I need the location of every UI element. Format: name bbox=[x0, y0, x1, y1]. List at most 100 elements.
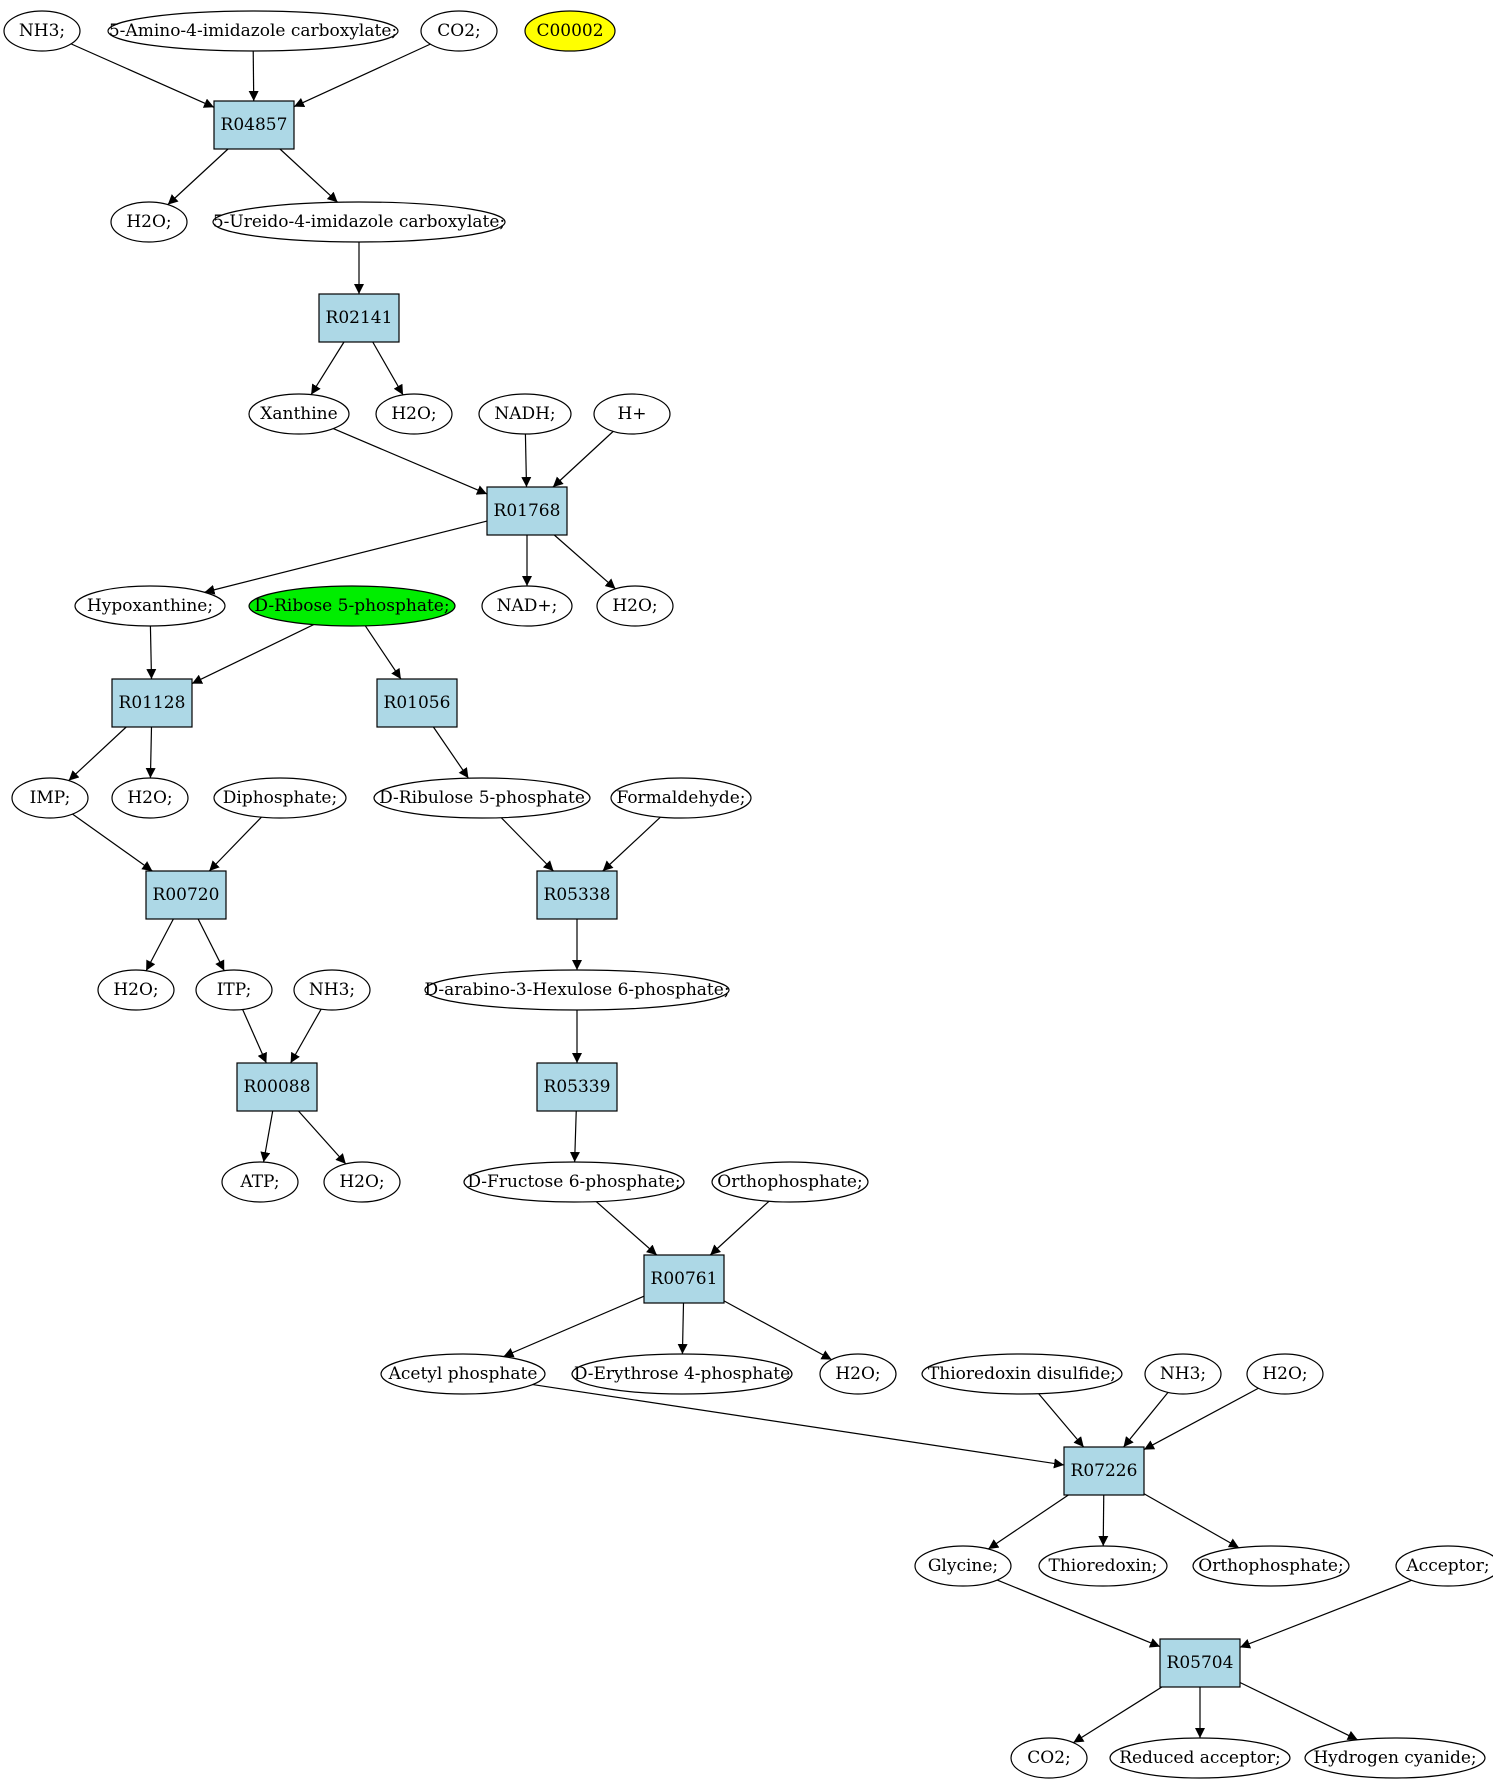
reaction-node-r00720[interactable]: R00720 bbox=[145, 870, 227, 920]
compound-node-c00002[interactable]: C00002 bbox=[524, 10, 616, 52]
compound-node-d-fructose-6-phosphate[interactable]: D-Fructose 6-phosphate; bbox=[463, 1161, 685, 1203]
edge-r05339-to-c-f6p bbox=[569, 1110, 580, 1163]
reaction-node-r01056[interactable]: R01056 bbox=[376, 678, 458, 728]
compound-node-glycine[interactable]: Glycine; bbox=[914, 1545, 1012, 1587]
node-label: ITP; bbox=[217, 980, 252, 1000]
edge-c-formald-to-r05338 bbox=[602, 816, 661, 872]
node-label: Reduced acceptor; bbox=[1119, 1748, 1281, 1768]
reaction-node-r00761[interactable]: R00761 bbox=[643, 1254, 725, 1304]
compound-node-formaldehyde[interactable]: Formaldehyde; bbox=[610, 777, 752, 819]
reaction-node-r02141[interactable]: R02141 bbox=[318, 293, 400, 343]
edge-arrow bbox=[279, 148, 338, 203]
compound-node-nad[interactable]: NAD+; bbox=[481, 585, 573, 627]
compound-node-d-ribose-5-phosphate[interactable]: D-Ribose 5-phosphate; bbox=[248, 585, 456, 627]
edge-arrow bbox=[204, 520, 488, 595]
compound-node-diphosphate[interactable]: Diphosphate; bbox=[213, 777, 347, 819]
compound-node-d-arabino-3-hexulose-6-phosphate[interactable]: D-arabino-3-Hexulose 6-phosphate; bbox=[424, 969, 730, 1011]
compound-node-d-ribulose-5-phosphate[interactable]: D-Ribulose 5-phosphate bbox=[373, 777, 591, 819]
compound-node-5-ureido-4-imidazole-carboxylate[interactable]: 5-Ureido-4-imidazole carboxylate; bbox=[212, 201, 506, 243]
reaction-node-r07226[interactable]: R07226 bbox=[1063, 1446, 1145, 1496]
compound-node-5-amino-4-imidazole-carboxylate[interactable]: 5-Amino-4-imidazole carboxylate; bbox=[107, 10, 399, 52]
compound-node-hydrogen-cyanide[interactable]: Hydrogen cyanide; bbox=[1304, 1737, 1486, 1779]
node-label: R05339 bbox=[544, 1077, 611, 1097]
edge-c-ribose5p-to-r01056 bbox=[364, 625, 402, 680]
compound-node-h2o[interactable]: H2O; bbox=[323, 1161, 401, 1203]
compound-node-hypoxanthine[interactable]: Hypoxanthine; bbox=[74, 585, 226, 627]
edge-arrow bbox=[293, 43, 431, 108]
compound-node-h2o[interactable]: H2O; bbox=[596, 585, 674, 627]
compound-ellipse bbox=[1192, 1545, 1350, 1587]
compound-node-h2o[interactable]: H2O; bbox=[375, 393, 453, 435]
node-label: Glycine; bbox=[928, 1556, 998, 1576]
edge-r00761-to-c-e4p bbox=[677, 1302, 688, 1355]
reaction-node-r04857[interactable]: R04857 bbox=[213, 100, 295, 150]
edge-arrow bbox=[1239, 1681, 1358, 1741]
compound-node-reduced-acceptor[interactable]: Reduced acceptor; bbox=[1109, 1737, 1291, 1779]
edge-r00720-to-c-itp bbox=[197, 918, 225, 971]
reaction-node-r05704[interactable]: R05704 bbox=[1159, 1638, 1241, 1688]
compound-node-h2o[interactable]: H2O; bbox=[111, 777, 189, 819]
compound-node-thioredoxin[interactable]: Thioredoxin; bbox=[1038, 1545, 1168, 1587]
edge-c-orthop-1-to-r00761 bbox=[709, 1200, 770, 1256]
edge-r04857-to-c-ureido bbox=[279, 148, 338, 203]
compound-node-co2[interactable]: CO2; bbox=[1010, 1737, 1088, 1779]
node-label: D-Ribulose 5-phosphate bbox=[379, 788, 585, 808]
compound-node-atp[interactable]: ATP; bbox=[221, 1161, 299, 1203]
compound-node-h2o[interactable]: H2O; bbox=[1246, 1353, 1324, 1395]
edge-c-acceptor-to-r05704 bbox=[1239, 1579, 1412, 1649]
reaction-node-r01768[interactable]: R01768 bbox=[486, 486, 568, 536]
edge-c-diphos-to-r00720 bbox=[208, 816, 262, 872]
compound-ellipse bbox=[420, 10, 498, 52]
compound-node-nh3[interactable]: NH3; bbox=[3, 10, 81, 52]
compound-node-orthophosphate[interactable]: Orthophosphate; bbox=[1192, 1545, 1350, 1587]
reaction-node-r05339[interactable]: R05339 bbox=[536, 1062, 618, 1112]
node-label: Formaldehyde; bbox=[616, 788, 745, 808]
edge-r01768-to-c-h2o-3 bbox=[553, 534, 616, 590]
edge-r00720-to-c-h2o-5 bbox=[145, 918, 174, 972]
node-label: H+ bbox=[617, 404, 646, 424]
compound-ellipse bbox=[373, 777, 591, 819]
reaction-node-r01128[interactable]: R01128 bbox=[111, 678, 193, 728]
compound-node-itp[interactable]: ITP; bbox=[195, 969, 273, 1011]
compound-node-h2o[interactable]: H2O; bbox=[110, 201, 188, 243]
compound-node-nh3[interactable]: NH3; bbox=[1144, 1353, 1222, 1395]
node-label: Hypoxanthine; bbox=[87, 596, 213, 616]
reaction-box bbox=[1063, 1446, 1145, 1496]
compound-ellipse bbox=[1109, 1737, 1291, 1779]
edge-arrow bbox=[997, 1579, 1161, 1648]
compound-ellipse bbox=[1395, 1545, 1493, 1587]
compound-node-thioredoxin-disulfide[interactable]: Thioredoxin disulfide; bbox=[921, 1353, 1123, 1395]
edge-arrow bbox=[553, 534, 616, 590]
compound-ellipse bbox=[1304, 1737, 1486, 1779]
compound-node-acceptor[interactable]: Acceptor; bbox=[1395, 1545, 1493, 1587]
compound-node-d-erythrose-4-phosphate[interactable]: D-Erythrose 4-phosphate bbox=[571, 1353, 793, 1395]
edge-r01768-to-c-hypox bbox=[204, 520, 488, 595]
edge-c-nh3-1-to-r04857 bbox=[70, 43, 215, 108]
edge-r05704-to-c-co2-2 bbox=[1073, 1686, 1163, 1744]
reaction-node-r00088[interactable]: R00088 bbox=[236, 1062, 318, 1112]
node-label: R00761 bbox=[651, 1269, 718, 1289]
compound-node-co2[interactable]: CO2; bbox=[420, 10, 498, 52]
node-label: Orthophosphate; bbox=[1198, 1556, 1343, 1576]
compound-node-orthophosphate[interactable]: Orthophosphate; bbox=[711, 1161, 869, 1203]
compound-node-xanthine[interactable]: Xanthine bbox=[248, 393, 350, 435]
node-label: R04857 bbox=[221, 115, 288, 135]
compound-node-imp[interactable]: IMP; bbox=[11, 777, 89, 819]
compound-node-h2o[interactable]: H2O; bbox=[97, 969, 175, 1011]
reaction-box bbox=[236, 1062, 318, 1112]
compound-node-nh3[interactable]: NH3; bbox=[293, 969, 371, 1011]
compound-node-acetyl-phosphate[interactable]: Acetyl phosphate bbox=[380, 1353, 546, 1395]
node-label: 5-Ureido-4-imidazole carboxylate; bbox=[213, 212, 505, 232]
edge-r07226-to-c-glycine bbox=[987, 1494, 1069, 1550]
edge-arrow bbox=[1123, 1392, 1169, 1448]
compound-node-nadh[interactable]: NADH; bbox=[478, 393, 572, 435]
compound-node-h2o[interactable]: H2O; bbox=[819, 1353, 897, 1395]
edge-c-aica-to-r04857 bbox=[248, 50, 259, 102]
compound-ellipse bbox=[596, 585, 674, 627]
reaction-node-r05338[interactable]: R05338 bbox=[536, 870, 618, 920]
compound-node-h[interactable]: H+ bbox=[593, 393, 671, 435]
node-label: H2O; bbox=[126, 212, 171, 232]
edge-arrow bbox=[1143, 1387, 1259, 1451]
compound-ellipse bbox=[323, 1161, 401, 1203]
